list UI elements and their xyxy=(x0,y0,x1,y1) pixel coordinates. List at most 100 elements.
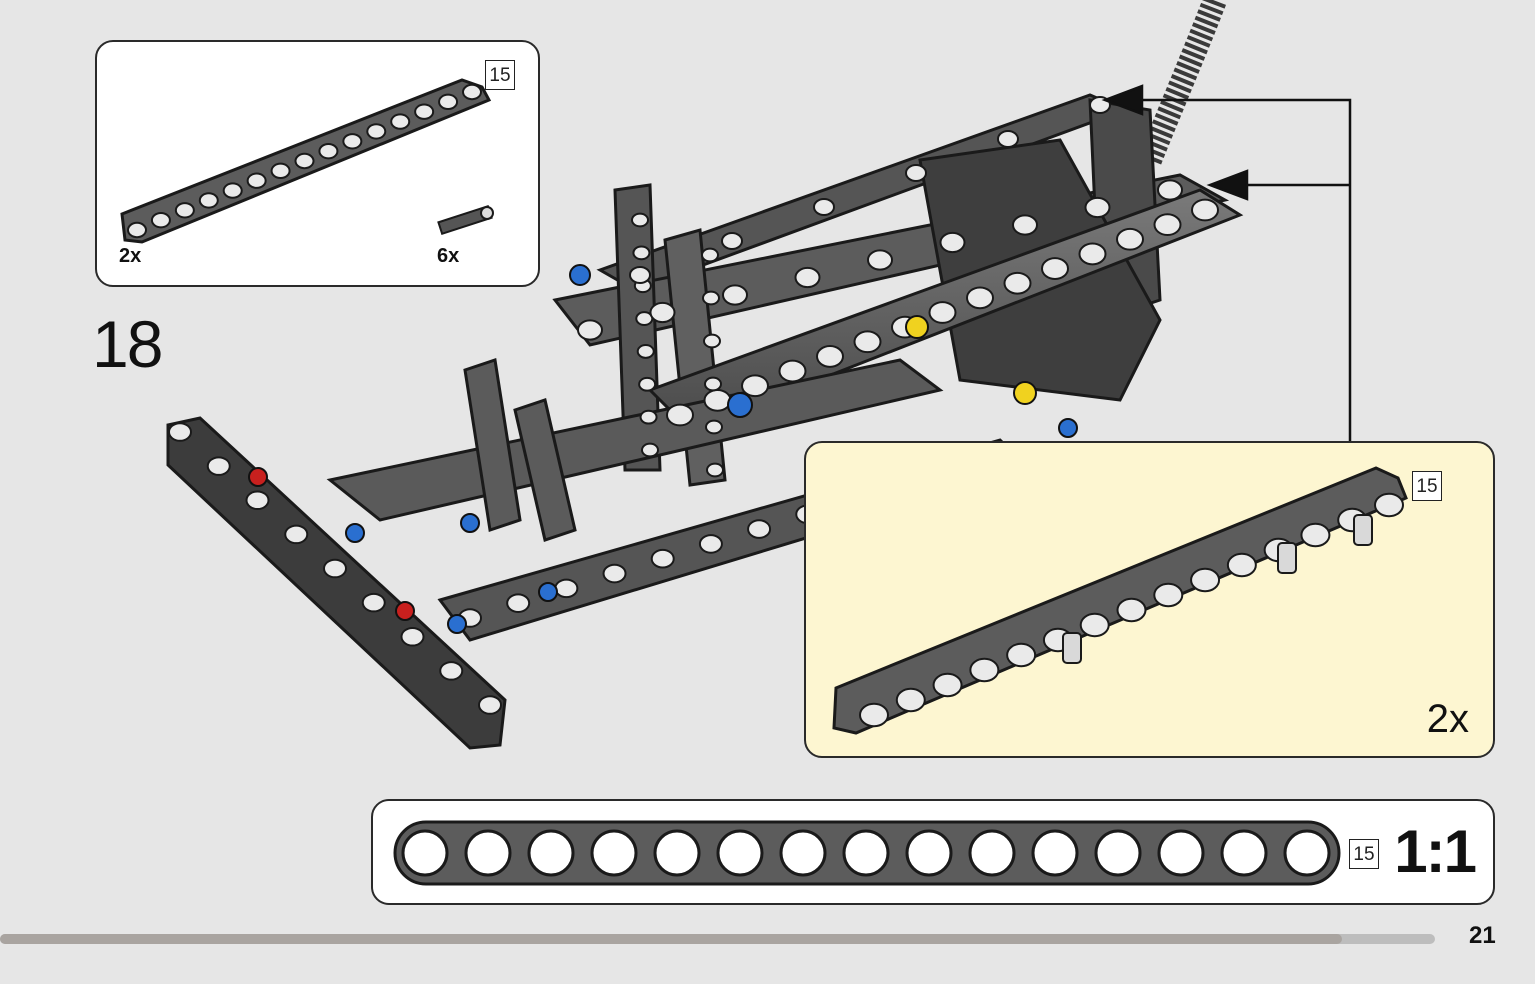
subassembly-quantity: 2x xyxy=(1426,697,1469,741)
sub-pin-3 xyxy=(1353,514,1373,546)
pin-blue-5 xyxy=(727,392,753,418)
scale-beam-hole xyxy=(653,829,701,877)
pin-yellow-2 xyxy=(1013,381,1037,405)
beam-hole xyxy=(629,266,651,284)
beam-hole xyxy=(650,548,675,569)
beam-15-length-badge: 15 xyxy=(485,60,515,90)
beam-hole xyxy=(198,192,219,209)
beam-hole xyxy=(636,344,655,359)
arrow-head-upper xyxy=(1101,84,1144,116)
beam-hole xyxy=(1116,597,1147,623)
scale-ratio-label: 1:1 xyxy=(1394,818,1477,885)
scale-beam-hole xyxy=(1157,829,1205,877)
beam-hole xyxy=(1153,582,1184,608)
page-number: 21 xyxy=(1469,922,1496,949)
subassembly-beam-illustration xyxy=(832,466,1408,735)
beam-hole xyxy=(245,490,270,511)
beam-hole xyxy=(168,422,192,442)
beam-hole xyxy=(997,130,1019,148)
upright-small-2 xyxy=(513,398,577,542)
beam-hole xyxy=(478,695,502,715)
beam-hole xyxy=(438,93,459,111)
beam-hole xyxy=(816,345,844,368)
subassembly-callout-panel: 15 2x xyxy=(804,441,1495,758)
beam-hole xyxy=(1300,522,1331,548)
pin-blue-2 xyxy=(447,614,467,634)
beam-hole xyxy=(1078,242,1107,266)
beam-hole xyxy=(1012,214,1038,236)
beam-hole xyxy=(794,266,821,289)
beam-hole xyxy=(1084,196,1111,219)
beam-hole xyxy=(1003,271,1032,295)
beam-hole xyxy=(638,376,657,392)
beam-hole xyxy=(703,388,732,412)
scale-beam-hole xyxy=(464,829,512,877)
beam-hole xyxy=(1190,567,1221,593)
pin-blue-6 xyxy=(569,264,591,286)
beam-hole xyxy=(703,333,721,349)
beam-hole xyxy=(706,462,724,478)
scale-beam-hole xyxy=(716,829,764,877)
beam-hole xyxy=(722,284,748,306)
beam-hole xyxy=(905,164,927,182)
beam-hole xyxy=(577,319,603,341)
beam-hole xyxy=(294,152,315,170)
scale-beam-hole xyxy=(401,829,449,877)
beam-hole xyxy=(1041,257,1069,280)
callout-line xyxy=(1140,98,1352,441)
scale-beam-hole xyxy=(1031,829,1079,877)
pin-yellow-1 xyxy=(905,315,929,339)
beam-hole xyxy=(641,442,659,458)
beam-hole xyxy=(701,247,719,263)
subassembly-length-badge: 15 xyxy=(1412,471,1442,501)
beam-hole xyxy=(602,563,627,584)
beam-hole xyxy=(1226,552,1257,578)
sub-pin-2 xyxy=(1277,542,1297,574)
colored-pins xyxy=(248,264,1078,634)
scale-beam-hole xyxy=(1220,829,1268,877)
beam-hole xyxy=(462,83,482,101)
beam-hole xyxy=(859,702,889,728)
beam-hole xyxy=(721,232,743,250)
beam-hole xyxy=(390,113,411,130)
beam-hole xyxy=(284,524,309,545)
upright-small-1 xyxy=(463,358,522,532)
beam-hole xyxy=(741,374,769,398)
beam-hole xyxy=(318,142,339,160)
arrow-head-lower xyxy=(1206,169,1249,201)
beam-hole xyxy=(246,172,267,189)
beam-hole xyxy=(361,592,386,613)
beam-hole xyxy=(414,103,435,120)
scale-beam-hole xyxy=(779,829,827,877)
scale-reference-panel: 15 1:1 xyxy=(371,799,1495,905)
parts-list-panel: 15 2x 6x xyxy=(95,40,540,287)
beam-hole xyxy=(966,286,994,310)
beam-hole xyxy=(867,249,893,271)
beam-hole xyxy=(439,661,464,681)
pin-blue-1 xyxy=(345,523,365,543)
callout-arrows xyxy=(1101,84,1352,441)
beam-hole xyxy=(969,657,1000,683)
pin-blue-7 xyxy=(1058,418,1078,438)
beam-hole xyxy=(778,359,807,383)
scale-length-badge: 15 xyxy=(1349,839,1379,869)
pin-red-2 xyxy=(395,601,415,621)
pin-red-1 xyxy=(248,467,268,487)
pin-blue-3 xyxy=(538,582,558,602)
scale-beam-hole xyxy=(527,829,575,877)
step-number: 18 xyxy=(92,307,163,381)
beam-hole xyxy=(222,182,243,199)
subassembly-pins xyxy=(1062,514,1373,664)
beam-hole xyxy=(1374,492,1404,518)
beam-hole xyxy=(323,558,347,579)
beam-15-part-icon xyxy=(120,78,494,244)
beam-hole xyxy=(702,290,720,306)
beam-hole xyxy=(632,245,651,261)
scale-beam-hole xyxy=(842,829,890,877)
beam-hole xyxy=(1116,227,1144,251)
beam-hole xyxy=(1153,213,1182,237)
beam-hole xyxy=(631,212,649,228)
pin-blue-4 xyxy=(460,513,480,533)
beam-hole xyxy=(932,672,963,698)
